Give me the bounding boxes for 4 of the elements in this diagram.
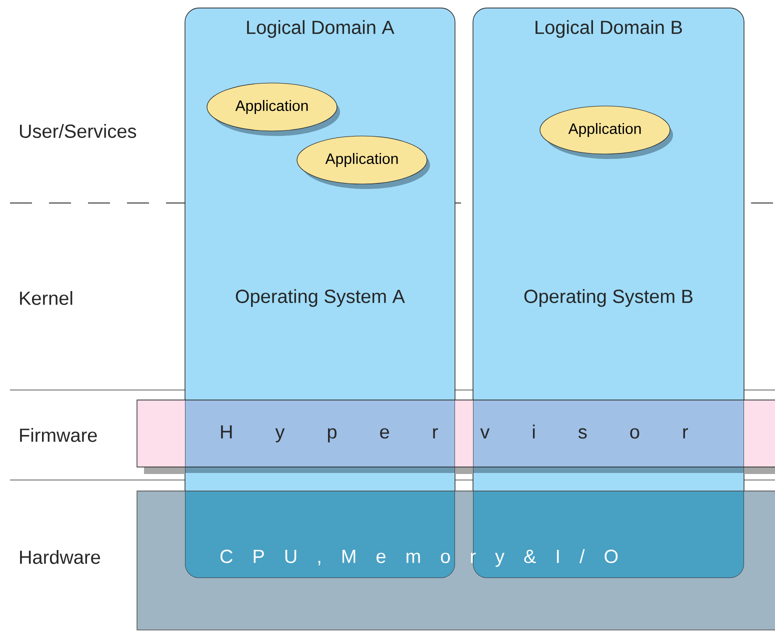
hypervisor-band: H y p e r v i s o r: [136, 400, 775, 474]
layer-label: Kernel: [20, 291, 72, 305]
layer-label: Hardware: [20, 550, 100, 564]
layer-label: Firmware: [20, 428, 97, 442]
